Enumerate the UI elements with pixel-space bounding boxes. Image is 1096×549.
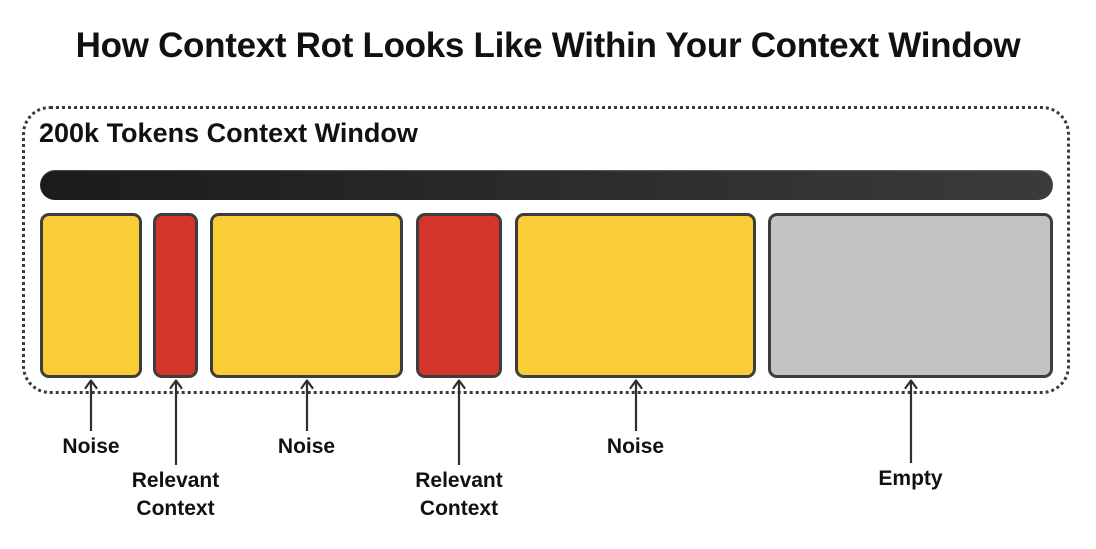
annotation-label-noise-1: Noise [0,433,201,461]
annotation-label-line: Noise [62,435,120,458]
token-usage-bar [40,170,1053,200]
annotation-label-line: Context [419,497,499,520]
annotation-label-line: Relevant [131,469,220,492]
annotation-label-line: Empty [878,467,943,490]
context-block-relevant-2 [416,213,502,378]
annotation-label-empty-1: Empty [801,465,1021,493]
annotation-label-line: Relevant [415,469,503,492]
annotation-label-line: Noise [277,435,336,458]
context-block-noise-1 [40,213,142,378]
context-blocks [25,109,1067,391]
annotation-label-noise-2: Noise [197,433,417,461]
context-window-label: 200k Tokens Context Window [39,118,418,148]
context-block-relevant-1 [153,213,198,378]
context-block-empty-1 [768,213,1053,378]
diagram-title: How Context Rot Looks Like Within Your C… [75,26,1021,65]
context-block-noise-2 [210,213,403,378]
annotation-label-noise-3: Noise [526,433,746,461]
annotation-label-line: Noise [606,435,665,458]
context-window-container: 200k Tokens Context Window [22,106,1070,394]
context-block-noise-3 [515,213,756,378]
annotation-label-line: Context [136,497,215,520]
